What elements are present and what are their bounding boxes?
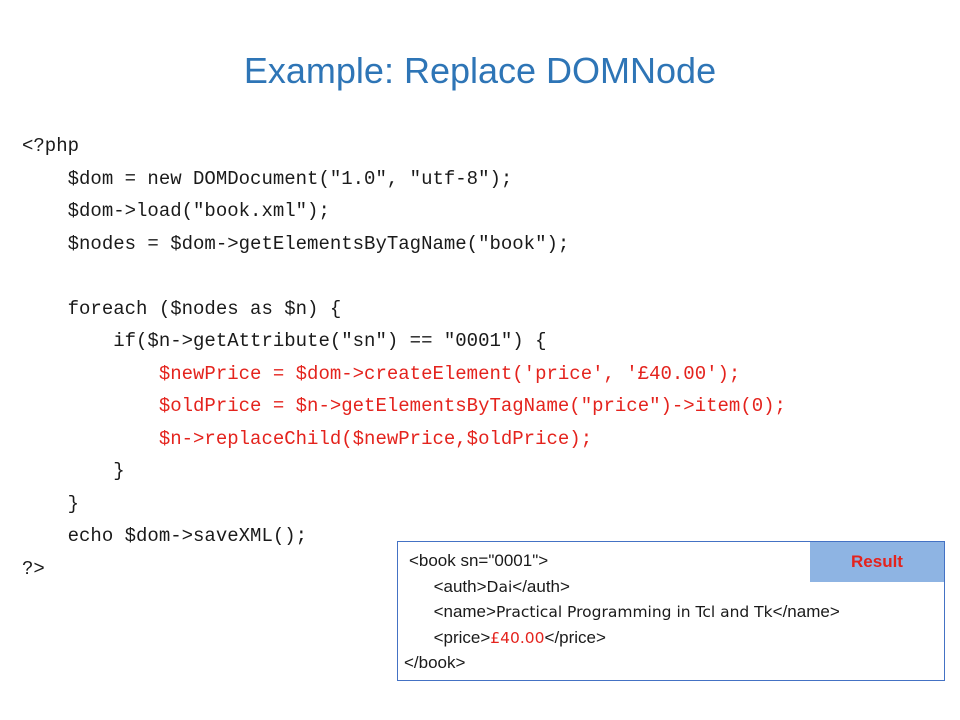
code-line-8: $newPrice = $dom->createElement('price',… (22, 362, 741, 385)
code-line-6: foreach ($nodes as $n) { (22, 297, 342, 320)
code-line-9: $oldPrice = $n->getElementsByTagName("pr… (22, 395, 786, 417)
code-line-4: $nodes = $dom->getElementsByTagName("boo… (22, 232, 570, 255)
code-line-10: $n->replaceChild($newPrice,$oldPrice); (22, 427, 593, 450)
code-line-13: echo $dom->saveXML(); (22, 525, 308, 547)
slide-title: Example: Replace DOMNode (243, 50, 717, 91)
xml-price: <price>£40.00</price> (404, 625, 840, 651)
xml-book-open-lt: < (408, 551, 419, 570)
xml-book-close: </book> (404, 650, 840, 676)
result-box: Result <book sn="0001"> <auth>Dai</auth>… (397, 541, 945, 681)
xml-name: <name>Practical Programming in Tcl and T… (404, 599, 840, 625)
xml-auth-close: </auth> (512, 576, 570, 596)
xml-book-open-gt: > (538, 551, 549, 570)
xml-auth: <auth>Dai</auth> (404, 574, 840, 600)
xml-name-text: Practical Programming in Tcl and Tk (495, 603, 773, 621)
xml-price-open: <price> (433, 627, 491, 647)
code-line-12: } (22, 492, 80, 515)
code-line-7: if($n->getAttribute("sn") == "0001") { (22, 330, 547, 352)
result-badge: Result (810, 542, 944, 582)
xml-auth-open: <auth> (433, 576, 487, 596)
code-line-3: $dom->load("book.xml"); (22, 200, 330, 222)
xml-name-open: <name> (433, 602, 496, 621)
xml-book-open: <book sn="0001"> (404, 548, 840, 574)
xml-auth-text: Dai (486, 577, 513, 596)
code-line-14: ?> (22, 557, 45, 580)
code-line-1: <?php (22, 135, 80, 157)
xml-book-open-attr: sn="0001" (455, 551, 539, 570)
xml-output: <book sn="0001"> <auth>Dai</auth> <name>… (404, 548, 840, 676)
xml-price-text: £40.00 (490, 628, 545, 647)
code-line-11: } (22, 460, 125, 482)
xml-name-close: </name> (772, 602, 840, 621)
code-line-5 (22, 260, 786, 293)
xml-book-open-tag: book (418, 551, 456, 570)
xml-price-close: </price> (544, 627, 606, 647)
code-line-2: $dom = new DOMDocument("1.0", "utf-8"); (22, 167, 513, 190)
php-code-block: <?php $dom = new DOMDocument("1.0", "utf… (22, 130, 786, 585)
xml-book-close-tag: </book> (404, 653, 466, 672)
